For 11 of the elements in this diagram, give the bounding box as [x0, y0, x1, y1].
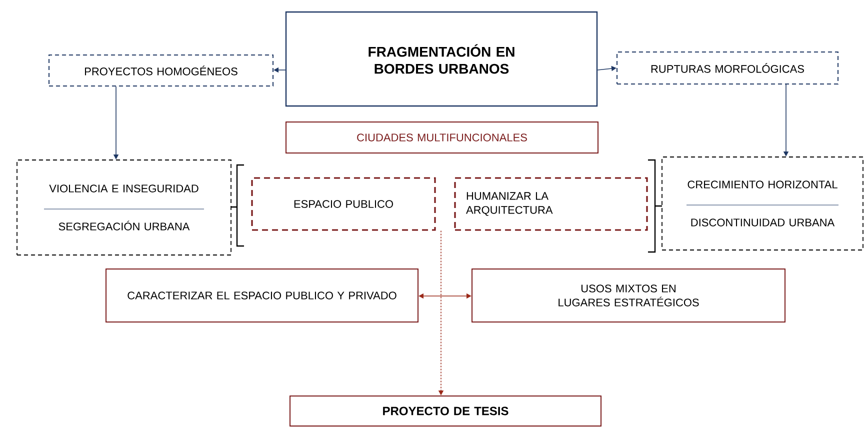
action-box: USOS MIXTOS EN LUGARES ESTRATÉGICOS	[472, 268, 786, 322]
concept-box: PROYECTOS HOMOGÉNEOS	[48, 54, 274, 86]
strategy-box: CIUDADES MULTIFUNCIONALES	[286, 122, 598, 154]
strategy-box: ESPACIO PUBLICO	[251, 177, 436, 231]
problem-box: CRECIMIENTO HORIZONTAL DISCONTINUIDAD URBANA	[662, 156, 864, 250]
title-box: FRAGMENTACIÓN EN BORDES URBANOS	[285, 11, 598, 107]
concept-box: RUPTURAS MORFOLÓGICAS	[616, 52, 838, 84]
strategy-box: HUMANIZAR LA ARQUITECTURA	[454, 177, 648, 231]
action-box: CARACTERIZAR EL ESPACIO PUBLICO Y PRIVADO	[106, 268, 418, 322]
problem-box: VIOLENCIA E INSEGURIDAD SEGREGACIÓN URBANA	[16, 160, 232, 256]
result-box: PROYECTO DE TESIS	[290, 396, 602, 426]
